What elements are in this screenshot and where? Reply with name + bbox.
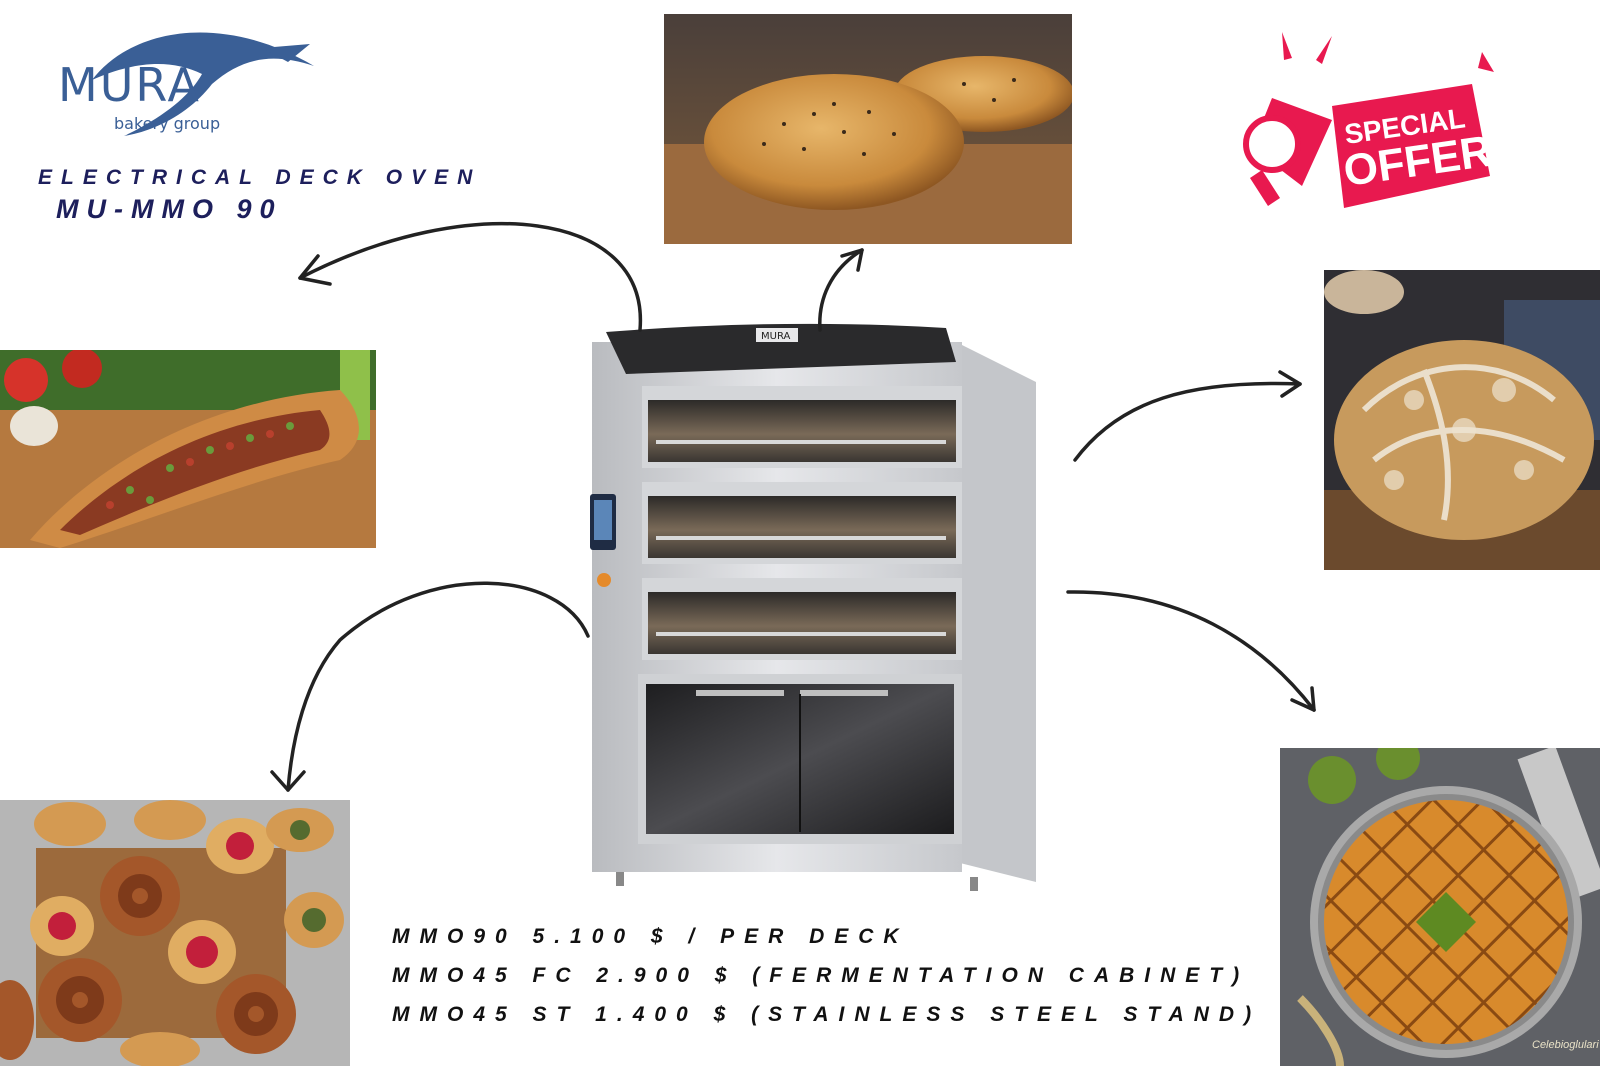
arrow-to-sourdough — [1073, 381, 1302, 462]
price-list: MMO90 5.100 $ / PER DECK MMO45 FC 2.900 … — [392, 917, 1261, 1034]
oven-deck-1 — [642, 386, 962, 468]
product-headline: ELECTRICAL DECK OVEN — [38, 166, 482, 189]
arrow-to-baklava — [1066, 590, 1316, 712]
logo-wordmark: MURA — [58, 58, 201, 112]
photo-pastries-danish — [0, 800, 350, 1066]
logo-subtext: bakery group — [114, 114, 221, 133]
brand-logo: MURA bakery group — [52, 18, 322, 148]
brand-plate — [756, 328, 798, 342]
arrow-to-pastries — [286, 581, 590, 792]
photo-baklava-tray: Celebioglulari — [1280, 748, 1600, 1066]
product-model: MU-MMO 90 — [56, 194, 283, 224]
watermark-text: Celebioglulari — [1532, 1039, 1599, 1051]
photo-sourdough-loaf — [1324, 270, 1600, 570]
price-line-mmo45-st: MMO45 ST 1.400 $ (STAINLESS STEEL STAND) — [392, 1003, 1262, 1026]
fermentation-cabinet — [638, 674, 962, 844]
power-button-icon — [597, 573, 611, 587]
deck-oven-product: MURA — [586, 322, 1056, 902]
arrow-to-kiymali-pide — [298, 222, 642, 332]
photo-pide-bread — [664, 14, 1072, 244]
swallow-bird-icon — [92, 32, 314, 136]
oven-brand-plate: MURA — [761, 331, 790, 342]
photo-kiymali-pide — [0, 350, 376, 548]
arrow-to-pide-bread — [818, 248, 864, 332]
oven-deck-2 — [642, 482, 962, 564]
oven-deck-3 — [642, 578, 962, 660]
megaphone-icon — [1243, 115, 1301, 173]
price-line-mmo45-fc: MMO45 FC 2.900 $ (FERMENTATION CABINET) — [392, 964, 1250, 987]
special-offer-badge: SPECIAL OFFER — [1232, 28, 1532, 228]
price-line-mmo90: MMO90 5.100 $ / PER DECK — [392, 925, 909, 948]
